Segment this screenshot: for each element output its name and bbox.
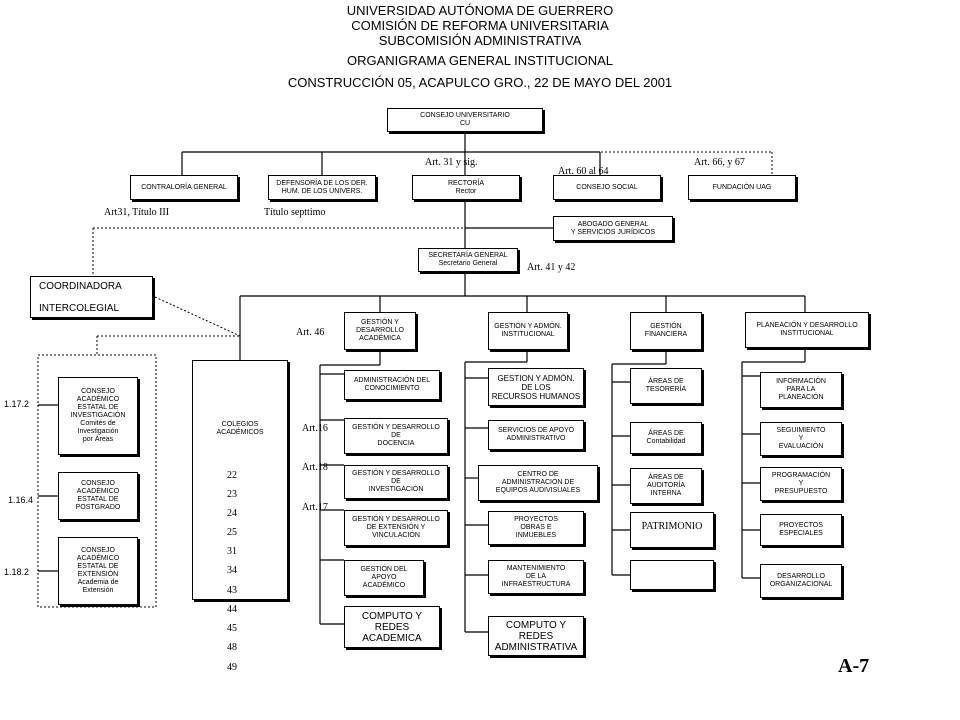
- gestion-extension-box: GESTIÓN Y DESARROLLO DE EXTENSIÓN Y VINC…: [344, 510, 448, 546]
- admin-conocimiento-box: ADMINISTRACIÓN DEL CONOCIMIENTO: [344, 370, 440, 400]
- note-art-46: Art. 46: [296, 327, 325, 338]
- rectoria-box: RECTORÍA Rector: [412, 175, 520, 200]
- consejo-posgrado-box: CONSEJO ACADÉMICO ESTATAL DE POSTGRADO: [58, 472, 138, 520]
- page-stamp: A-7: [838, 655, 870, 677]
- colegio-number: 49: [227, 662, 237, 673]
- header-subcommission: SUBCOMISIÓN ADMINISTRATIVA: [378, 33, 582, 48]
- note-art-18: Art.18: [302, 462, 328, 473]
- blank-box: [630, 560, 714, 590]
- gestion-investigacion-box: GESTIÓN Y DESARROLLO DE INVESTIGACIÓN: [344, 465, 448, 499]
- areas-tesoreria-box: ÁREAS DE TESORERÍA: [630, 368, 702, 404]
- colegios-academicos-box: COLEGIOS ACADÉMICOS: [192, 360, 288, 600]
- header-university: UNIVERSIDAD AUTÓNOMA DE GUERRERO: [346, 3, 614, 18]
- patrimonio-box: PATRIMONIO: [630, 512, 714, 548]
- note-art-41-42: Art. 41 y 42: [527, 262, 576, 273]
- programacion-presupuesto-box: PROGRAMACIÓN Y PRESUPUESTO: [760, 467, 842, 501]
- note-titulo-septimo: Título septtimo: [264, 207, 326, 218]
- consejo-extension-box: CONSEJO ACADÉMICO ESTATAL DE EXTENSIÓN A…: [58, 537, 138, 605]
- areas-auditoria-box: ÁREAS DE AUDITORÍA INTERNA: [630, 468, 702, 504]
- note-art-31-sig: Art. 31 y sig.: [425, 157, 478, 168]
- fundacion-uag-box: FUNDACIÓN UAG: [688, 175, 796, 200]
- colegio-number: 23: [227, 489, 237, 500]
- consejo-investigacion-box: CONSEJO ACADÉMICO ESTATAL DE INVESTIGACI…: [58, 377, 138, 455]
- colegio-number: 45: [227, 623, 237, 634]
- colegio-number: 22: [227, 470, 237, 481]
- abogado-general-box: ABOGADO GENERAL Y SERVICIOS JURÍDICOS: [553, 216, 673, 241]
- colegio-number: 44: [227, 604, 237, 615]
- gestion-docencia-box: GESTIÓN Y DESARROLLO DE DOCENCIA: [344, 418, 448, 454]
- contraloria-general-box: CONTRALORÍA GENERAL: [130, 175, 238, 200]
- desarrollo-organizacional-box: DESARROLLO ORGANIZACIONAL: [760, 564, 842, 598]
- note-art-60-64: Art. 60 al 64: [558, 166, 609, 177]
- informacion-planeacion-box: INFORMACIÓN PARA LA PLANEACIÓN: [760, 372, 842, 408]
- gestion-apoyo-box: GESTIÓN DEL APOYO ACADÉMICO: [344, 560, 424, 596]
- computo-administrativa-box: COMPUTO Y REDES ADMINISTRATIVA: [488, 616, 584, 656]
- mantenimiento-box: MANTENIMIENTO DE LA INFRAESTRUCTURA: [488, 560, 584, 594]
- header-construction-date: CONSTRUCCIÓN 05, ACAPULCO GRO., 22 DE MA…: [287, 75, 673, 90]
- ref-code: 1.18.2: [4, 567, 30, 577]
- coordinadora-intercolegial-box: COORDINADORA INTERCOLEGIAL: [30, 276, 153, 318]
- gestion-institucional-box: GESTIÓN Y ADMÓN. INSTITUCIONAL: [488, 312, 568, 350]
- ref-code: 1.17.2: [4, 399, 30, 409]
- computo-academica-box: COMPUTO Y REDES ACADEMICA: [344, 606, 440, 648]
- colegio-number: 43: [227, 585, 237, 596]
- gestion-academica-box: GESTIÓN Y DESARROLLO ACADÉMICA: [344, 312, 416, 350]
- servicios-apoyo-box: SERVICIOS DE APOYO ADMINISTRATIVO: [488, 420, 584, 450]
- defensoria-box: DEFENSORÍA DE LOS DER. HUM. DE LOS UNIVE…: [268, 175, 376, 200]
- note-art31-titulo-iii: Art31, Título III: [104, 207, 170, 218]
- seguimiento-evaluacion-box: SEGUIMIENTO Y EVALUACIÓN: [760, 422, 842, 456]
- recursos-humanos-box: GESTION Y ADMÓN. DE LOS RECURSOS HUMANOS: [488, 368, 584, 406]
- colegio-number: 25: [227, 527, 237, 538]
- consejo-universitario-box: CONSEJO UNIVERSITARIO CU: [387, 108, 543, 132]
- colegio-number: 34: [227, 565, 237, 576]
- colegio-number: 24: [227, 508, 237, 519]
- proyectos-especiales-box: PROYECTOS ESPECIALES: [760, 514, 842, 546]
- colegio-number: 48: [227, 642, 237, 653]
- note-art-16: Art.16: [302, 423, 328, 434]
- header-commission: COMISIÓN DE REFORMA UNIVERSITARIA: [351, 18, 609, 33]
- ref-code: 1.16.4: [8, 495, 34, 505]
- areas-contabilidad-box: ÁREAS DE Contabilidad: [630, 422, 702, 454]
- gestion-financiera-box: GESTIÓN FINANCIERA: [630, 312, 702, 350]
- planeacion-desarrollo-box: PLANEACIÓN Y DESARROLLO INSTITUCIONAL: [745, 312, 869, 348]
- header-chart-title: ORGANIGRAMA GENERAL INSTITUCIONAL: [346, 53, 614, 68]
- centro-equipos-box: CENTRO DE ADMINISTRACION DE EQUIPOS AUDI…: [478, 465, 598, 501]
- secretaria-general-box: SECRETARÍA GENERAL Secretario General: [418, 248, 518, 272]
- note-art-66-67: Art. 66, y 67: [694, 157, 745, 168]
- proyectos-obras-box: PROYECTOS OBRAS E INMUEBLES: [488, 511, 584, 545]
- colegio-number: 31: [227, 546, 237, 557]
- consejo-social-box: CONSEJO SOCIAL: [553, 175, 661, 200]
- note-art-17: Art.17: [302, 502, 328, 513]
